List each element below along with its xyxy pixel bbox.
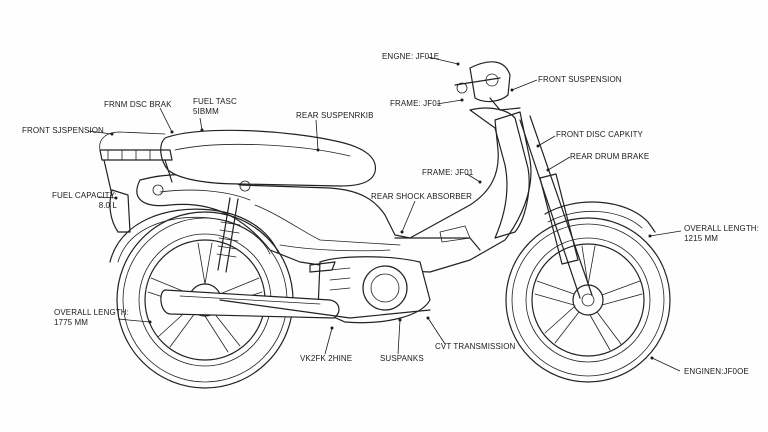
label-overall-length-left: OVERALL LENGTH: 1775 MM: [54, 308, 130, 327]
front-fork: [519, 115, 593, 299]
label-overall-length-right: OVERALL LENGTH: 1215 MM: [684, 224, 760, 243]
label-front-suspension-right: FRONT SUSPENSION: [538, 75, 622, 84]
label-rear-shock-absorber: REAR SHOCK ABSORBER: [371, 192, 473, 201]
label-rear-drum-brake: REAR DRUM BRAKE: [570, 152, 650, 161]
leg-shield: [469, 107, 530, 239]
front-fender: [544, 201, 656, 233]
label-front-disc-brake: FRNM DSC BRAK: [104, 100, 172, 109]
label-fuel-capacity: FUEL CAPACITY: 8.0 L: [52, 191, 117, 210]
tail-light: [109, 189, 131, 233]
rear-fender: [109, 208, 279, 263]
label-frame-mid: FRAME: JF01: [422, 168, 474, 177]
label-rear-suspension: REAR SUSPENRKIB: [296, 111, 374, 120]
label-engine-top: ENGNE: JF01E: [382, 52, 440, 61]
label-engine-bottom: ENGINEN:JF0OE: [684, 367, 749, 376]
engine: [309, 256, 431, 324]
body-panel: [136, 111, 532, 273]
label-cvt-transmission: CVT TRANSMISSION: [435, 342, 516, 351]
label-front-disc-capacity: FRONT DISC CAPKITY: [556, 130, 643, 139]
front-wheel: [505, 217, 671, 383]
handlebar: [454, 61, 521, 111]
rear-shock: [216, 197, 241, 273]
label-fuel-tank: FUEL TASC 5IBMM: [193, 97, 237, 116]
label-suspension-bottom: SUSPANKS: [380, 354, 424, 363]
label-bottom-left: VK2FK 2HINE: [300, 354, 353, 363]
label-front-suspension-left: FRONT SJSPENSION: [22, 126, 104, 135]
label-frame-upper: FRAME: JF01: [390, 99, 442, 108]
rear-rack: [99, 149, 173, 161]
